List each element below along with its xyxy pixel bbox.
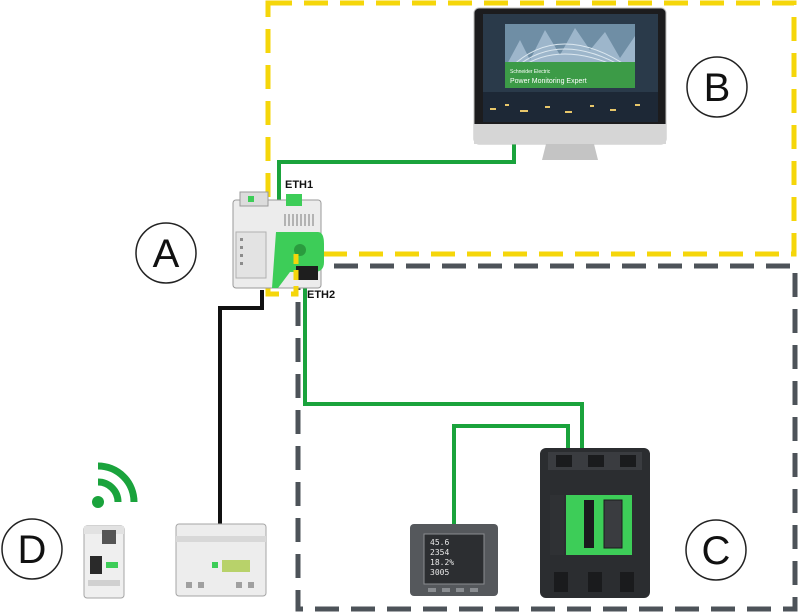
serial-cable: [218, 290, 264, 524]
callout-c: C: [685, 519, 747, 581]
pm-line-1: 45.6: [430, 538, 449, 547]
monitor-banner: [505, 62, 635, 88]
eth2-label: ETH2: [307, 289, 335, 301]
pm-line-3: 18.2%: [430, 558, 454, 567]
monitor-product-text: Power Monitoring Expert: [510, 78, 587, 85]
callout-b-letter: B: [704, 66, 731, 110]
eth2-cable: [303, 282, 584, 452]
circuit-breaker-device: [540, 448, 650, 598]
callout-b: B: [686, 56, 748, 118]
pm-line-4: 3005: [430, 568, 449, 577]
callout-d-letter: D: [18, 528, 47, 572]
eth1-cable: [277, 140, 516, 203]
monitor-device: Schneider Electric Power Monitoring Expe…: [473, 7, 667, 160]
callout-a-letter: A: [153, 232, 180, 276]
gateway-device: [232, 191, 324, 289]
wifi-icon: [92, 462, 138, 508]
zone-c-border: [295, 263, 798, 612]
powermeter-cable: [452, 424, 570, 528]
callout-a: A: [135, 222, 197, 284]
callout-c-letter: C: [702, 529, 731, 573]
gateway-terminal-top: [286, 194, 302, 206]
power-meter-device: 45.6 2354 18.2% 3005: [410, 524, 498, 596]
energy-meter-display: [222, 560, 250, 572]
pm-line-2: 2354: [430, 548, 449, 557]
energy-meter-device: [175, 523, 267, 597]
monitor-brand-text: Schneider Electric: [510, 69, 551, 75]
eth1-label: ETH1: [285, 179, 313, 191]
callout-d: D: [1, 518, 63, 580]
wireless-breaker-device: [83, 525, 125, 599]
eth2-port: [296, 266, 318, 280]
